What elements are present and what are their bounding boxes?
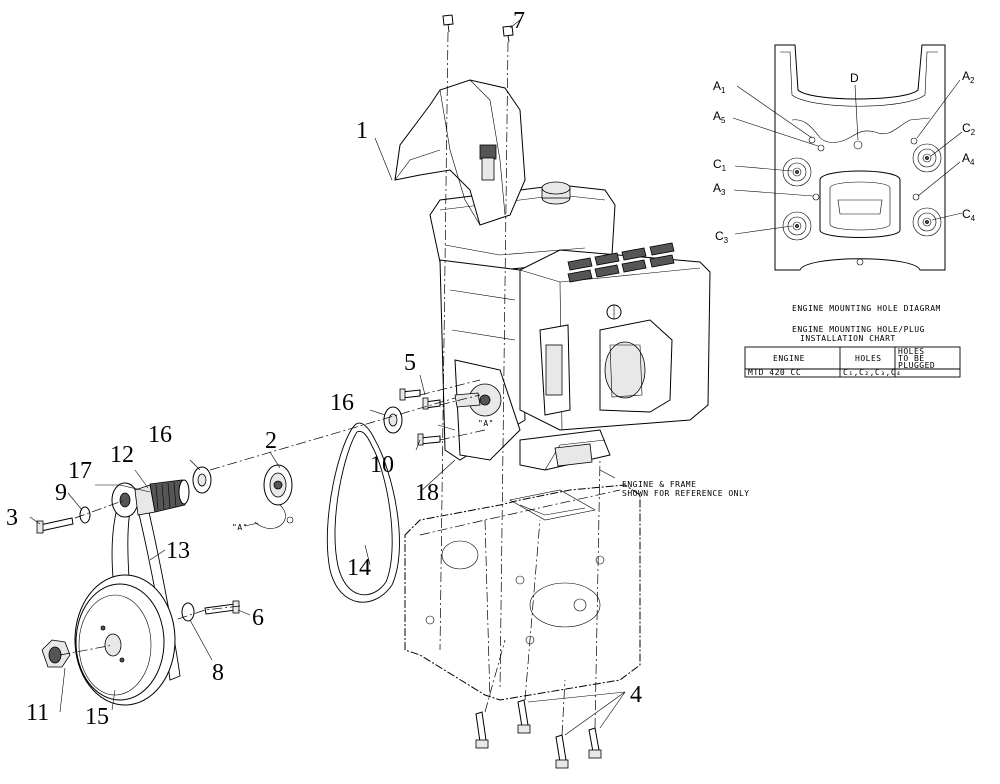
- ref-a-left: "A": [232, 523, 248, 532]
- hole-label-d: D: [850, 71, 859, 85]
- part-label-10: 10: [370, 452, 394, 478]
- washer-9: [79, 506, 91, 524]
- chart-cell-holes: C₁,C₂,C₃,C₄: [843, 368, 901, 377]
- part-label-17: 17: [68, 458, 92, 484]
- bolts-4: [475, 699, 602, 769]
- part-label-7: 7: [513, 8, 525, 34]
- hole-label-c3: C3: [715, 229, 729, 245]
- chart-cell-engine: MTD 420 CC: [748, 368, 801, 377]
- part-label-3: 3: [6, 505, 18, 531]
- hole-diagram: A1 A5 C1 A3 C3 D A2 C2 A4 C4 ENGINE MOUN…: [713, 44, 976, 313]
- chart-header-plug-3: PLUGGED: [898, 361, 935, 370]
- installation-chart: ENGINE MOUNTING HOLE/PLUG INSTALLATION C…: [744, 325, 961, 378]
- part-label-15: 15: [85, 704, 109, 730]
- part-label-12: 12: [110, 442, 134, 468]
- chart-title-line2: INSTALLATION CHART: [800, 334, 896, 343]
- part-label-9: 9: [55, 480, 67, 506]
- engine-grille: [567, 242, 675, 283]
- hole-label-a3: A3: [713, 181, 726, 197]
- chart-header-engine: ENGINE: [773, 354, 805, 363]
- chart-header-plug-2: TO BE: [898, 354, 925, 363]
- bolt-3: [36, 517, 74, 534]
- ref-a-right: "A": [478, 419, 494, 428]
- clutch-assembly: [111, 466, 212, 518]
- engine-frame-note-line2: SHOWN FOR REFERENCE ONLY: [622, 489, 750, 498]
- part-label-8: 8: [212, 660, 224, 686]
- part-label-18: 18: [415, 480, 439, 506]
- hole-label-a1: A1: [713, 79, 726, 95]
- frame-plate: [404, 484, 641, 701]
- hole-label-a5: A5: [713, 109, 726, 125]
- bolt-6: [204, 600, 240, 615]
- part-label-4: 4: [630, 682, 642, 708]
- part-label-13: 13: [166, 538, 190, 564]
- engine-assembly: [429, 181, 711, 471]
- part-label-16-left: 16: [148, 422, 172, 448]
- chute-shroud: [394, 79, 526, 226]
- hole-diagram-title: ENGINE MOUNTING HOLE DIAGRAM: [792, 304, 941, 313]
- leader-lines: [29, 19, 626, 736]
- part-labels: 1 2 3 4 5 6 7 8 9 10 11 12 13 14 15 16 1…: [6, 8, 642, 730]
- part-label-5: 5: [404, 350, 416, 376]
- belt-14: [326, 422, 400, 603]
- part-label-14: 14: [347, 555, 371, 581]
- washer-16: [383, 406, 403, 434]
- bolt-10: [417, 433, 441, 446]
- part-label-2: 2: [265, 428, 277, 454]
- clutch-2: [254, 464, 294, 529]
- washer-8: [181, 602, 195, 622]
- alignment-lines: [59, 31, 601, 736]
- engine-frame-note-line1: ENGINE & FRAME: [622, 480, 696, 489]
- hole-label-c4: C4: [962, 207, 976, 223]
- chart-header-plug-1: HOLES: [898, 347, 925, 356]
- auger-pulley: [74, 574, 176, 706]
- nut-11: [41, 639, 71, 668]
- hole-label-a2: A2: [962, 69, 975, 85]
- screws-7: [442, 14, 514, 43]
- bolts-5: [399, 388, 441, 410]
- chart-header-holes: HOLES: [855, 354, 882, 363]
- chart-title-line1: ENGINE MOUNTING HOLE/PLUG: [792, 325, 925, 334]
- part-label-1: 1: [356, 118, 368, 144]
- part-label-16-right: 16: [330, 390, 354, 416]
- part-label-6: 6: [252, 605, 264, 631]
- hole-label-a4: A4: [962, 151, 975, 167]
- hole-label-c2: C2: [962, 121, 976, 137]
- part-label-11: 11: [26, 700, 49, 726]
- hole-label-c1: C1: [713, 157, 727, 173]
